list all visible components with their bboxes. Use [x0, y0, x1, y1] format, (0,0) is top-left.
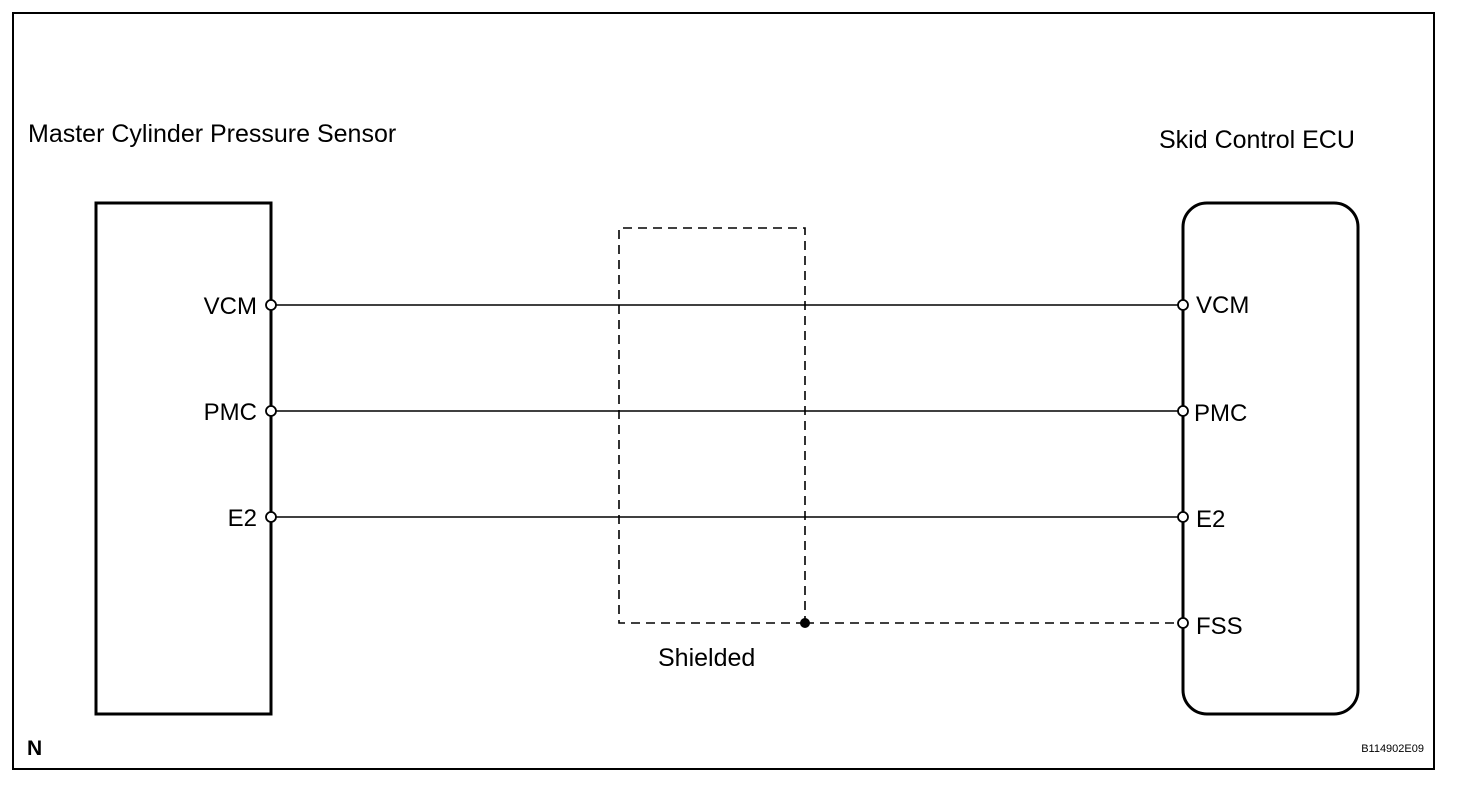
shield-label: Shielded	[658, 644, 755, 672]
sensor-box	[94, 201, 273, 716]
ecu-terminal-fss	[1177, 617, 1189, 629]
sensor-pin-label-vcm: VCM	[204, 293, 257, 320]
ecu-pin-label-vcm: VCM	[1196, 292, 1249, 319]
ecu-box	[1181, 201, 1360, 716]
ecu-title: Skid Control ECU	[1159, 126, 1355, 154]
sensor-title: Master Cylinder Pressure Sensor	[28, 120, 396, 148]
shield-junction-dot	[800, 618, 810, 628]
sensor-terminal-vcm	[265, 299, 277, 311]
ecu-terminal-vcm	[1177, 299, 1189, 311]
ecu-terminal-pmc	[1177, 405, 1189, 417]
ecu-terminal-e2	[1177, 511, 1189, 523]
ecu-pin-label-fss: FSS	[1196, 613, 1243, 640]
ecu-pin-label-pmc: PMC	[1194, 400, 1247, 427]
ecu-pin-label-e2: E2	[1196, 506, 1225, 533]
figure-code: B114902E09	[1361, 743, 1424, 755]
sensor-terminal-e2	[265, 511, 277, 523]
sensor-pin-label-e2: E2	[228, 505, 257, 532]
sensor-pin-label-pmc: PMC	[204, 399, 257, 426]
diagram-frame	[12, 12, 1435, 770]
shield-outline	[618, 227, 806, 624]
sensor-terminal-pmc	[265, 405, 277, 417]
corner-mark: N	[27, 737, 42, 760]
